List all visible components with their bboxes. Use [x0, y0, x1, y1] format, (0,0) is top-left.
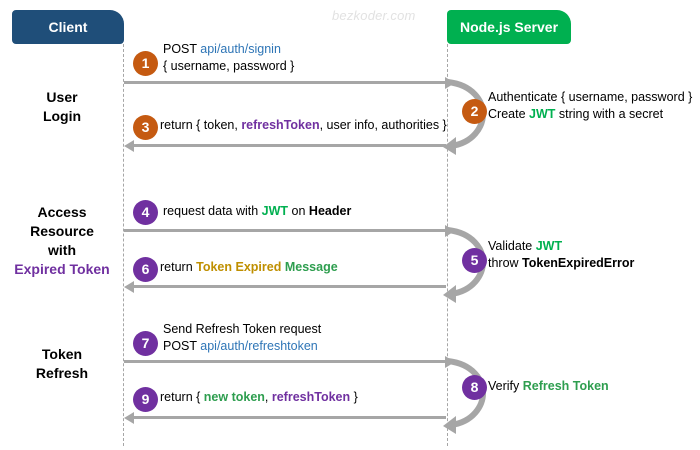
- message-text-step-1: POST api/auth/signin { username, passwor…: [163, 41, 294, 75]
- message-line: POST api/auth/signin: [163, 41, 294, 58]
- message-fragment: Verify: [488, 379, 523, 393]
- actor-server-header: Node.js Server: [447, 10, 571, 44]
- section-label-line-accent: Expired Token: [14, 261, 110, 277]
- message-fragment: ,: [264, 390, 272, 404]
- message-line: Authenticate { username, password }: [488, 90, 693, 104]
- section-label-line: Token: [41, 346, 83, 362]
- refresh-token-keyword: refreshToken: [271, 390, 351, 404]
- message-line: POST api/auth/refreshtoken: [163, 338, 321, 355]
- step-badge-3: 3: [133, 115, 158, 140]
- message-fragment: , user info, authorities }: [319, 118, 447, 132]
- message-text-step-9: return { new token, refreshToken }: [160, 389, 358, 406]
- arrow-step-9-response: [124, 411, 446, 424]
- section-label-user-login: User Login: [6, 88, 118, 126]
- actor-client-header: Client: [12, 10, 124, 44]
- lifeline-server: [447, 44, 448, 446]
- step-badge-9: 9: [133, 387, 158, 412]
- message-line: Create JWT string with a secret: [488, 106, 692, 123]
- message-fragment: string with a secret: [555, 107, 664, 121]
- section-label-access-resource: Access Resource with Expired Token: [6, 203, 118, 279]
- message-fragment: return { token,: [160, 118, 242, 132]
- message-fragment: Create: [488, 107, 529, 121]
- refresh-token-keyword: refreshToken: [241, 118, 320, 132]
- arrow-step-3-response: [124, 139, 446, 152]
- section-label-line: Refresh: [35, 365, 89, 381]
- message-fragment: POST: [163, 42, 201, 56]
- arrow-step-4-request: [124, 224, 455, 237]
- token-expired-keyword: Token Expired: [196, 260, 282, 274]
- header-keyword: Header: [308, 204, 352, 218]
- message-fragment: on: [288, 204, 309, 218]
- message-line: { username, password }: [163, 59, 295, 73]
- step-badge-2: 2: [462, 99, 487, 124]
- new-token-keyword: new token: [203, 390, 265, 404]
- lifeline-client: [123, 44, 124, 446]
- jwt-keyword: JWT: [261, 204, 289, 218]
- endpoint-url: api/auth/signin: [200, 42, 281, 56]
- message-text-step-2: Authenticate { username, password } Crea…: [488, 89, 692, 123]
- message-fragment: request data with: [163, 204, 262, 218]
- section-label-line: Access: [37, 204, 87, 220]
- endpoint-url: api/auth/refreshtoken: [200, 339, 318, 353]
- section-label-line: User: [46, 89, 78, 105]
- message-line: Send Refresh Token request: [163, 322, 322, 336]
- message-fragment: Validate: [488, 239, 536, 253]
- message-line: Validate JWT: [488, 238, 634, 255]
- message-text-step-5: Validate JWT throw TokenExpiredError: [488, 238, 634, 272]
- section-label-token-refresh: Token Refresh: [6, 345, 118, 383]
- message-text-step-7: Send Refresh Token request POST api/auth…: [163, 321, 321, 355]
- message-fragment: POST: [163, 339, 201, 353]
- arrow-step-7-request: [124, 355, 455, 368]
- refresh-token-keyword: Refresh Token: [522, 379, 609, 393]
- step-badge-1: 1: [133, 51, 158, 76]
- step-badge-6: 6: [133, 257, 158, 282]
- message-fragment: }: [350, 390, 358, 404]
- message-line: throw TokenExpiredError: [488, 255, 634, 272]
- jwt-keyword: JWT: [535, 239, 563, 253]
- message-fragment: return: [160, 260, 197, 274]
- error-keyword: TokenExpiredError: [522, 256, 635, 270]
- arrow-step-1-request: [124, 76, 455, 89]
- message-fragment: throw: [488, 256, 523, 270]
- step-badge-8: 8: [462, 375, 487, 400]
- message-fragment: return {: [160, 390, 204, 404]
- step-badge-4: 4: [133, 200, 158, 225]
- section-label-line: Resource: [30, 223, 94, 239]
- arrow-step-6-response: [124, 280, 446, 293]
- section-label-line: Login: [42, 108, 82, 124]
- message-keyword: Message: [284, 260, 338, 274]
- message-text-step-8: Verify Refresh Token: [488, 378, 609, 395]
- message-text-step-6: return Token Expired Message: [160, 259, 338, 276]
- message-text-step-4: request data with JWT on Header: [163, 203, 351, 220]
- section-label-line: with: [48, 242, 76, 258]
- step-badge-7: 7: [133, 331, 158, 356]
- watermark-text: bezkoder.com: [332, 8, 416, 23]
- step-badge-5: 5: [462, 248, 487, 273]
- jwt-keyword: JWT: [529, 107, 556, 121]
- message-text-step-3: return { token, refreshToken, user info,…: [160, 117, 447, 134]
